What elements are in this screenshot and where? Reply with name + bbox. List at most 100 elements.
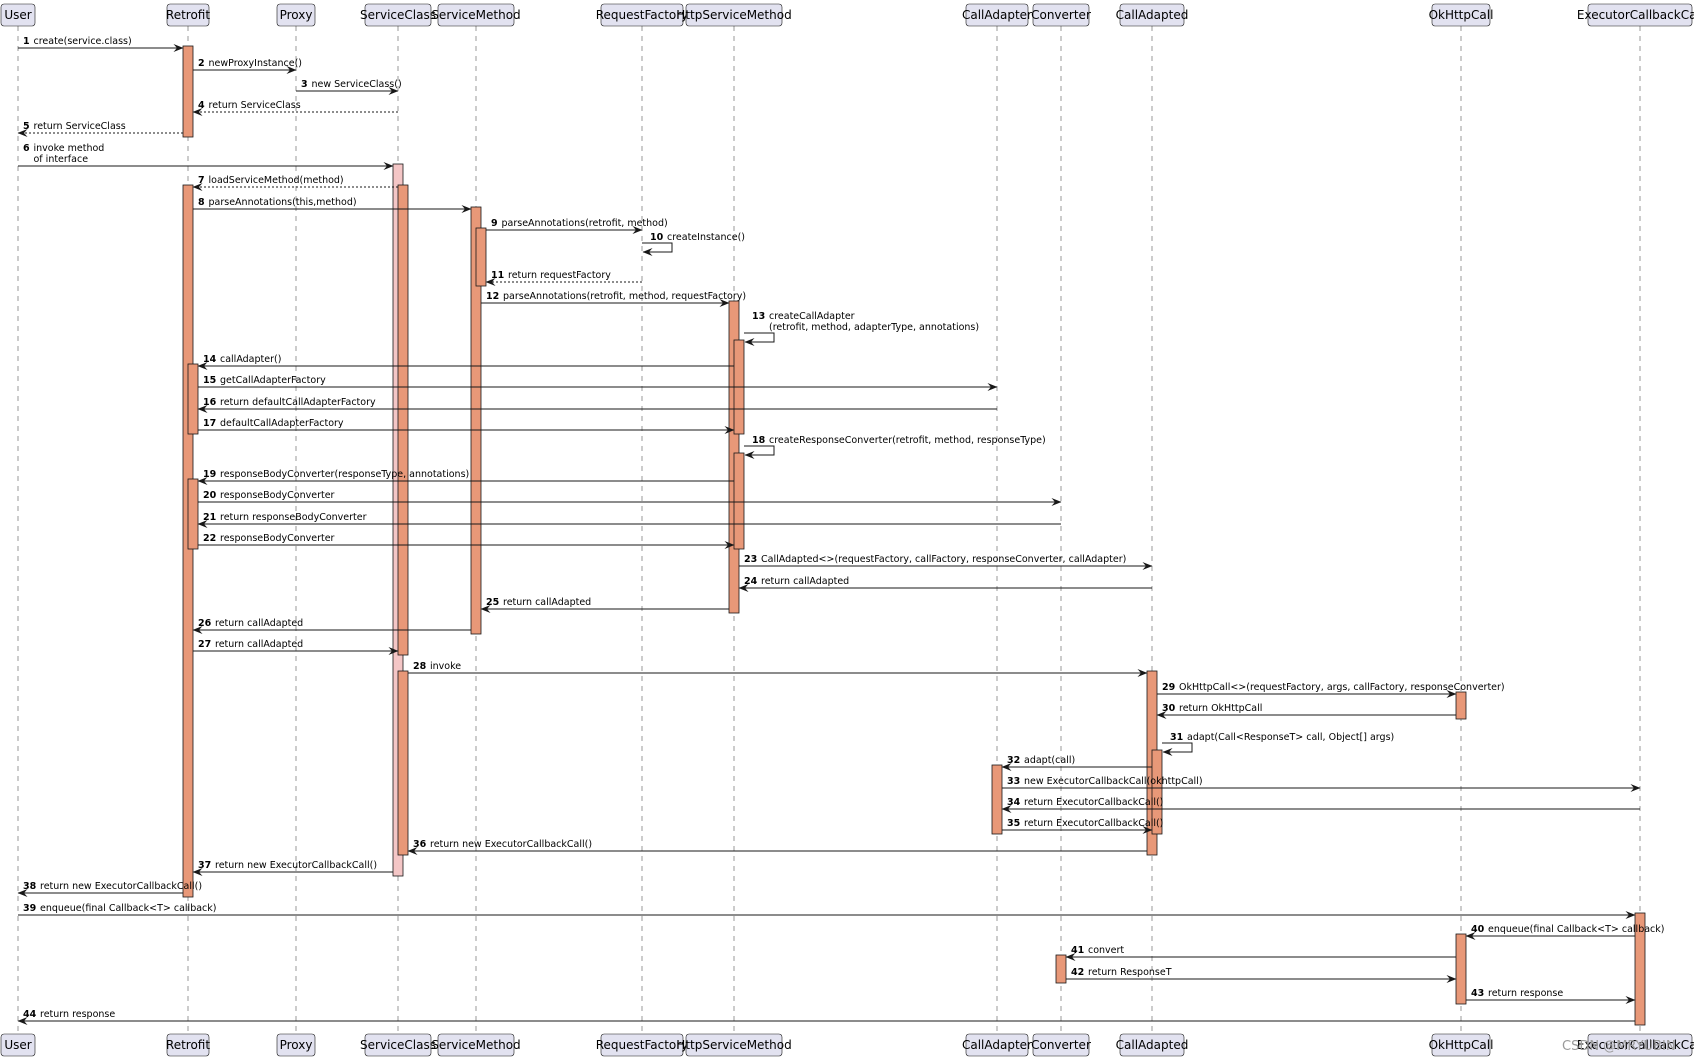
participant-label: User — [4, 8, 31, 22]
message-number: 42 — [1071, 967, 1084, 978]
message-number: 27 — [198, 639, 211, 650]
participant-box — [1119, 3, 1185, 27]
message-number: 17 — [203, 418, 216, 429]
participant-proxy-bottom: Proxy — [276, 1033, 316, 1057]
watermark: CSDN @MRYUBIN — [1562, 1039, 1676, 1054]
message-label: createResponseConverter(retrofit, method… — [769, 435, 1046, 446]
message-label: return ServiceClass — [34, 121, 126, 132]
participant-box — [685, 3, 783, 27]
message-label: getCallAdapterFactory — [220, 375, 326, 386]
participant-label: Converter — [1031, 8, 1091, 22]
message-arrow — [642, 242, 673, 256]
message-number: 29 — [1162, 682, 1175, 693]
participant-box — [600, 3, 684, 27]
participant-retrofit-top: Retrofit — [166, 3, 210, 27]
message-number: 44 — [23, 1009, 37, 1020]
message-label: responseBodyConverter — [220, 490, 335, 501]
participant-box — [1587, 3, 1693, 27]
participant-label: ExecutorCallbackCall — [1577, 8, 1694, 22]
activation-bar-serviceclass — [397, 670, 409, 856]
participant-retrofit-bottom: Retrofit — [166, 1033, 210, 1057]
message-label: return ServiceClass — [209, 100, 301, 111]
participant-label: OkHttpCall — [1429, 1038, 1494, 1052]
message-number: 34 — [1007, 797, 1021, 808]
participant-box — [1431, 1033, 1491, 1057]
message-label: return response — [1488, 988, 1563, 999]
message-number: 9 — [491, 218, 498, 229]
message-number: 10 — [650, 232, 664, 243]
activation-bar-okhttpcall — [1455, 691, 1467, 720]
message-label: return callAdapted — [761, 576, 849, 587]
activation-bar-httpservicemethod — [733, 452, 745, 550]
message-label: return ExecutorCallbackCall() — [1024, 797, 1163, 808]
activation-bar-calladapter — [991, 764, 1003, 835]
message-number: 37 — [198, 860, 211, 871]
participant-box — [0, 1033, 36, 1057]
message-number: 14 — [203, 354, 217, 365]
message-number: 38 — [23, 881, 37, 892]
participant-label: Retrofit — [166, 8, 210, 22]
activation-bar-serviceclass — [397, 184, 409, 656]
participant-box — [166, 3, 210, 27]
participant-box — [364, 1033, 432, 1057]
message-number: 24 — [744, 576, 758, 587]
message-number: 40 — [1471, 924, 1485, 935]
participant-httpservicemethod-bottom: HttpServiceMethod — [676, 1033, 792, 1057]
message-arrow — [1162, 742, 1193, 756]
message-label: return callAdapted — [215, 618, 303, 629]
participant-label: Retrofit — [166, 1038, 210, 1052]
message-number: 25 — [486, 597, 499, 608]
participant-label: CallAdapter — [962, 8, 1032, 22]
participant-label: CallAdapted — [1116, 8, 1189, 22]
message-label: createCallAdapter — [769, 311, 855, 322]
message-label: createInstance() — [667, 232, 745, 243]
participant-label: RequestFactory — [596, 1038, 689, 1052]
message-label: newProxyInstance() — [209, 58, 302, 69]
activation-bar-servicemethod — [475, 227, 487, 287]
message-number: 19 — [203, 469, 216, 480]
participant-box — [166, 1033, 210, 1057]
participant-label: HttpServiceMethod — [676, 1038, 791, 1052]
participant-label: HttpServiceMethod — [676, 8, 791, 22]
participant-box — [1587, 1033, 1693, 1057]
activation-bars — [182, 45, 1646, 1026]
message-number: 20 — [203, 490, 217, 501]
participant-label: Proxy — [280, 1038, 313, 1052]
message-number: 11 — [491, 270, 504, 281]
message-label: return new ExecutorCallbackCall() — [430, 839, 592, 850]
message-label: invoke — [430, 661, 461, 672]
message-label: responseBodyConverter(responseType, anno… — [220, 469, 469, 480]
activation-bar-okhttpcall — [1455, 933, 1467, 1005]
activation-bar-retrofit — [182, 45, 194, 138]
message-19: 19 responseBodyConverter(responseType, an… — [197, 469, 734, 485]
participant-box — [965, 1033, 1029, 1057]
message-number: 41 — [1071, 945, 1084, 956]
participant-box — [600, 1033, 684, 1057]
participant-requestfactory-top: RequestFactory — [596, 3, 688, 27]
message-label: return responseBodyConverter — [220, 512, 367, 523]
message-number: 18 — [752, 435, 766, 446]
participant-box — [1431, 3, 1491, 27]
